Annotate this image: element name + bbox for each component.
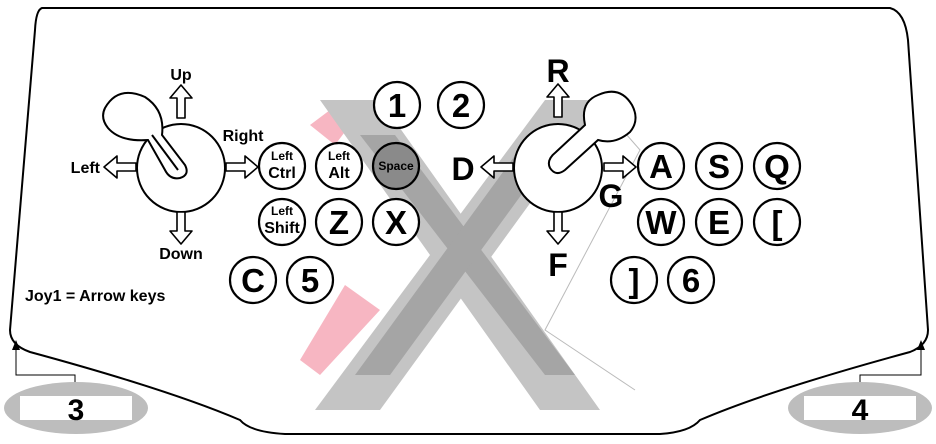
- watermark-pink-bottom: [300, 285, 380, 375]
- right-joystick-handle: [547, 90, 637, 174]
- button-z-label: Z: [329, 204, 349, 241]
- right-dir-down: F: [548, 247, 568, 283]
- left-ctrl-line2: Ctrl: [268, 165, 296, 182]
- button-right-bracket-label: ]: [629, 262, 640, 299]
- right-up-arrow-icon: [546, 83, 570, 118]
- button-left-bracket[interactable]: [: [752, 197, 802, 247]
- player-4-badge: 4: [788, 340, 932, 434]
- left-right-arrow-icon: [225, 155, 259, 179]
- right-dir-left: D: [451, 151, 474, 187]
- left-joystick-handle: [102, 91, 188, 180]
- button-c[interactable]: C: [228, 255, 278, 305]
- button-x-label: X: [385, 204, 407, 241]
- player-3-pointer-icon: [12, 340, 20, 350]
- button-q-label: Q: [764, 148, 790, 185]
- button-1[interactable]: 1: [372, 80, 422, 130]
- button-left-alt[interactable]: Left Alt: [314, 141, 364, 191]
- button-a[interactable]: A: [636, 141, 686, 191]
- player-4-label: 4: [852, 394, 869, 427]
- player-4-pointer-icon: [917, 340, 925, 350]
- watermark-dark-stroke-b: [355, 135, 565, 375]
- left-joystick: Up Down Left Right: [71, 67, 264, 263]
- left-dir-right: Right: [223, 128, 265, 145]
- player-3-label-box: [20, 396, 132, 420]
- left-dir-left: Left: [71, 160, 101, 177]
- button-w[interactable]: W: [636, 197, 686, 247]
- button-w-label: W: [645, 204, 677, 241]
- left-shift-line1: Left: [271, 204, 293, 218]
- button-x[interactable]: X: [371, 197, 421, 247]
- button-e-label: E: [708, 204, 730, 241]
- player-3-label: 3: [68, 394, 85, 427]
- left-joystick-shaft: [151, 134, 179, 171]
- player-3-badge: 3: [4, 340, 148, 434]
- button-left-bracket-label: [: [772, 204, 783, 241]
- left-dir-down: Down: [159, 246, 203, 263]
- button-5[interactable]: 5: [285, 255, 335, 305]
- button-2-label: 2: [452, 87, 470, 124]
- button-right-bracket[interactable]: ]: [609, 255, 659, 305]
- button-q[interactable]: Q: [752, 141, 802, 191]
- right-dir-up: R: [546, 53, 569, 89]
- right-down-arrow-icon: [546, 211, 570, 245]
- button-6-label: 6: [682, 262, 700, 299]
- right-right-arrow-icon: [603, 155, 637, 179]
- button-s-label: S: [708, 148, 730, 185]
- button-a-label: A: [649, 148, 673, 185]
- right-left-arrow-icon: [480, 155, 514, 179]
- left-down-arrow-icon: [169, 211, 193, 245]
- left-up-arrow-icon: [169, 84, 193, 119]
- left-shift-line2: Shift: [264, 220, 300, 237]
- button-z[interactable]: Z: [314, 197, 364, 247]
- button-1-label: 1: [388, 87, 406, 124]
- left-ctrl-line1: Left: [271, 149, 293, 163]
- button-e[interactable]: E: [694, 197, 744, 247]
- button-2[interactable]: 2: [436, 80, 486, 130]
- button-s[interactable]: S: [694, 141, 744, 191]
- player-4-label-box: [804, 396, 916, 420]
- button-left-ctrl[interactable]: Left Ctrl: [257, 141, 307, 191]
- left-left-arrow-icon: [103, 155, 137, 179]
- right-dir-right: G: [599, 178, 624, 214]
- button-space[interactable]: Space: [371, 141, 421, 191]
- button-5-label: 5: [301, 262, 319, 299]
- button-left-shift[interactable]: Left Shift: [257, 197, 307, 247]
- left-alt-line1: Left: [328, 149, 350, 163]
- left-dir-up: Up: [170, 67, 192, 84]
- button-6[interactable]: 6: [666, 255, 716, 305]
- right-joystick: R F D G: [451, 53, 637, 283]
- space-label: Space: [378, 159, 414, 173]
- left-alt-line2: Alt: [328, 165, 350, 182]
- button-c-label: C: [241, 262, 265, 299]
- joystick-note: Joy1 = Arrow keys: [25, 288, 165, 305]
